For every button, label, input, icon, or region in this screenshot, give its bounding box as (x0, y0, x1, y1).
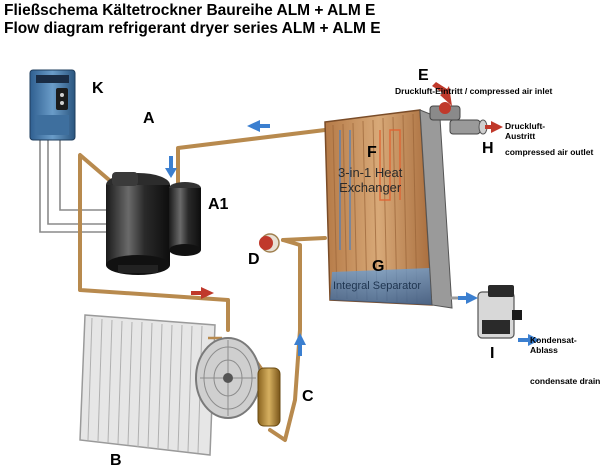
air-outlet-fitting (449, 119, 488, 135)
arrow-liquid-up (294, 333, 306, 356)
air-inlet-fitting (429, 102, 461, 121)
condenser (79, 314, 222, 456)
arrow-drain-out (518, 334, 540, 346)
heat-exchanger (324, 109, 453, 309)
condensate-drain (477, 285, 522, 339)
condenser-fan (195, 337, 261, 419)
arrow-discharge (191, 287, 214, 299)
label-e: E (418, 67, 429, 84)
arrow-air-outlet (485, 121, 503, 133)
separator-label: Integral Separator (333, 280, 422, 292)
frequency-inverter (29, 69, 76, 141)
label-b: B (110, 452, 122, 469)
label-f: F (367, 144, 377, 161)
arrow-air-inlet (432, 82, 452, 106)
drain-annotation-de: Kondensat- Ablass (530, 335, 577, 355)
label-c: C (302, 388, 314, 405)
drain-annotation-en: condensate drain (530, 376, 600, 386)
label-h: H (482, 140, 494, 157)
flow-arrows (165, 82, 540, 356)
drain-annotation-de-line2: Ablass (530, 345, 558, 355)
arrow-drain-in (458, 292, 478, 304)
filter-drier (257, 367, 281, 427)
outlet-annotation-de-line1: Druckluft- (505, 121, 546, 131)
suction-accumulator (169, 182, 201, 256)
label-i: I (490, 345, 495, 362)
label-a: A (143, 110, 155, 127)
expansion-valve (259, 233, 280, 253)
refrigerant-compressor (106, 172, 170, 275)
outlet-annotation-en: compressed air outlet (505, 147, 594, 157)
label-d: D (248, 251, 260, 268)
title-english: Flow diagram refrigerant dryer series AL… (4, 20, 381, 37)
outlet-annotation-de: Druckluft- Austritt (505, 121, 545, 141)
hx-label: 3-in-1 Heat Exchanger (338, 165, 402, 195)
label-a1: A1 (208, 196, 229, 213)
inlet-annotation: Druckluft-Eintritt / compressed air inle… (395, 86, 553, 96)
arrow-down-accumulator (165, 156, 177, 178)
label-k: K (92, 80, 104, 97)
title-german: Fließschema Kältetrockner Baureihe ALM +… (4, 2, 376, 19)
drain-annotation-de-line1: Kondensat- (530, 335, 577, 345)
control-wiring (39, 140, 108, 233)
arrow-suction (247, 120, 270, 132)
hx-label-line1: 3-in-1 Heat (338, 165, 403, 180)
outlet-annotation-de-line2: Austritt (505, 131, 536, 141)
hx-label-line2: Exchanger (339, 180, 402, 195)
label-g: G (372, 258, 385, 275)
